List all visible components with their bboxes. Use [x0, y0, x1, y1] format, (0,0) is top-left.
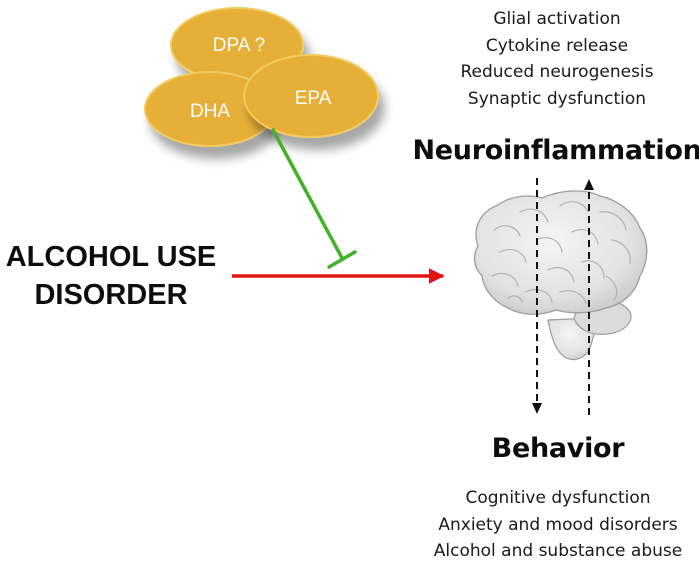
- alcohol-use-disorder-label: ALCOHOL USE DISORDER: [0, 238, 222, 314]
- effect-item: Anxiety and mood disorders: [438, 514, 678, 535]
- epa-ellipse: [243, 54, 379, 138]
- neuroinflammation-heading: Neuroinflammation: [412, 135, 699, 166]
- neuroinflammation-effects: Glial activation Cytokine release Reduce…: [432, 6, 682, 112]
- behavior-effects: Cognitive dysfunction Anxiety and mood d…: [414, 485, 699, 565]
- effect-item: Cytokine release: [485, 35, 629, 56]
- aud-line-1: ALCOHOL USE: [5, 241, 217, 273]
- fatty-acid-cluster: DPA ? DHA EPA: [144, 7, 379, 147]
- effect-item: Alcohol and substance abuse: [433, 541, 683, 561]
- inhibition-line: [271, 128, 344, 260]
- epa-label: EPA: [295, 88, 332, 109]
- brain-cerebrum: [473, 190, 648, 315]
- behavior-heading: Behavior: [491, 433, 625, 464]
- effect-item: Synaptic dysfunction: [467, 88, 647, 109]
- brain-icon: [473, 190, 648, 361]
- aud-line-2: DISORDER: [34, 279, 188, 311]
- bidirectional-dashed-arrows: [532, 178, 594, 415]
- brain-folds: [491, 201, 631, 305]
- dha-label: DHA: [190, 101, 230, 122]
- effect-item: Glial activation: [493, 9, 621, 29]
- effect-item: Cognitive dysfunction: [465, 488, 651, 508]
- dpa-label: DPA ?: [213, 35, 265, 56]
- inhibition-bar: [327, 250, 357, 269]
- effect-item: Reduced neurogenesis: [460, 62, 654, 82]
- arrowhead-up: [584, 179, 594, 190]
- inhibition-connector: [271, 128, 357, 269]
- arrowhead-down: [532, 403, 542, 414]
